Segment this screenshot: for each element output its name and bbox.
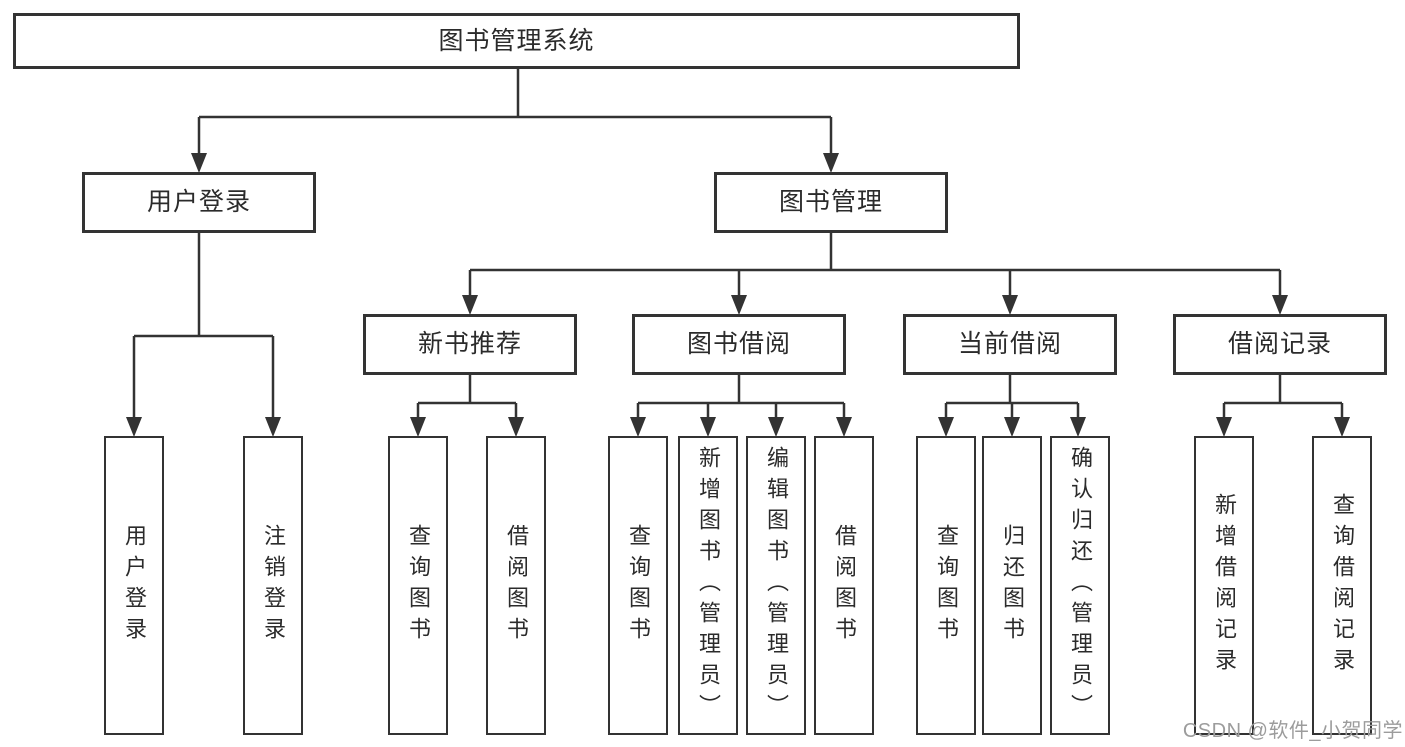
arrowhead (191, 153, 207, 173)
leaf-label: 用户登录 (122, 523, 147, 648)
node-new-books: 新书推荐 (363, 314, 577, 375)
leaf-label: 查询借阅记录 (1330, 492, 1355, 679)
connector-borrow-records-branch (1222, 375, 1344, 419)
leaf-records-add: 新增借阅记录 (1194, 436, 1254, 735)
leaf-user-login: 用户登录 (104, 436, 164, 735)
leaf-label: 注销登录 (261, 523, 286, 648)
node-label: 用户登录 (146, 188, 251, 216)
node-current-borrow: 当前借阅 (903, 314, 1117, 375)
arrowhead (1070, 417, 1086, 437)
arrowhead (1334, 417, 1350, 437)
connector-book-borrow-branch (636, 375, 846, 419)
node-book-mgmt: 图书管理 (714, 172, 948, 233)
leaf-label: 查询图书 (934, 523, 959, 648)
arrowhead (630, 417, 646, 437)
leaf-new-books-query: 查询图书 (388, 436, 448, 735)
node-label: 当前借阅 (957, 330, 1062, 358)
leaf-label: 查询图书 (406, 523, 431, 648)
leaf-logout: 注销登录 (243, 436, 303, 735)
arrowhead (836, 417, 852, 437)
node-borrow-records: 借阅记录 (1173, 314, 1387, 375)
arrowhead (1004, 417, 1020, 437)
arrowhead (1272, 295, 1288, 315)
leaf-label: 归还图书 (1000, 523, 1025, 648)
leaf-label: 新增图书（管理员） (696, 446, 721, 725)
arrowhead (462, 295, 478, 315)
node-label: 借阅记录 (1227, 330, 1332, 358)
leaf-current-confirm-admin: 确认归还（管理员） (1050, 436, 1110, 735)
arrowhead (938, 417, 954, 437)
arrowhead (1216, 417, 1232, 437)
arrowhead (731, 295, 747, 315)
arrowhead (126, 417, 142, 437)
watermark: CSDN @软件_小贺同学 (1182, 720, 1403, 742)
leaf-borrow-edit-admin: 编辑图书（管理员） (746, 436, 806, 735)
connector-book-mgmt-branch (468, 233, 1282, 297)
leaf-label: 查询图书 (626, 523, 651, 648)
leaf-borrow-book: 借阅图书 (814, 436, 874, 735)
arrowhead (1002, 295, 1018, 315)
arrowhead (508, 417, 524, 437)
node-label: 新书推荐 (417, 330, 522, 358)
node-label: 图书借阅 (686, 330, 791, 358)
arrowhead (410, 417, 426, 437)
arrowhead (700, 417, 716, 437)
leaf-label: 确认归还（管理员） (1068, 446, 1093, 725)
connector-new-books-branch (416, 375, 518, 419)
leaf-label: 借阅图书 (832, 523, 857, 648)
connector-root-to-level2 (197, 69, 833, 155)
arrowhead (823, 153, 839, 173)
connector-user-login-branch (132, 233, 275, 419)
node-book-borrow: 图书借阅 (632, 314, 846, 375)
arrowhead (265, 417, 281, 437)
arrowhead (768, 417, 784, 437)
leaf-borrow-query: 查询图书 (608, 436, 668, 735)
node-label: 图书管理 (778, 188, 883, 216)
leaf-label: 编辑图书（管理员） (764, 446, 789, 725)
leaf-records-query: 查询借阅记录 (1312, 436, 1372, 735)
leaf-new-books-borrow: 借阅图书 (486, 436, 546, 735)
node-user-login: 用户登录 (82, 172, 316, 233)
leaf-current-query: 查询图书 (916, 436, 976, 735)
leaf-label: 借阅图书 (504, 523, 529, 648)
leaf-label: 新增借阅记录 (1212, 492, 1237, 679)
leaf-current-return: 归还图书 (982, 436, 1042, 735)
node-root: 图书管理系统 (13, 13, 1020, 69)
leaf-borrow-add-admin: 新增图书（管理员） (678, 436, 738, 735)
connector-current-borrow-branch (944, 375, 1080, 419)
node-label: 图书管理系统 (438, 26, 595, 55)
